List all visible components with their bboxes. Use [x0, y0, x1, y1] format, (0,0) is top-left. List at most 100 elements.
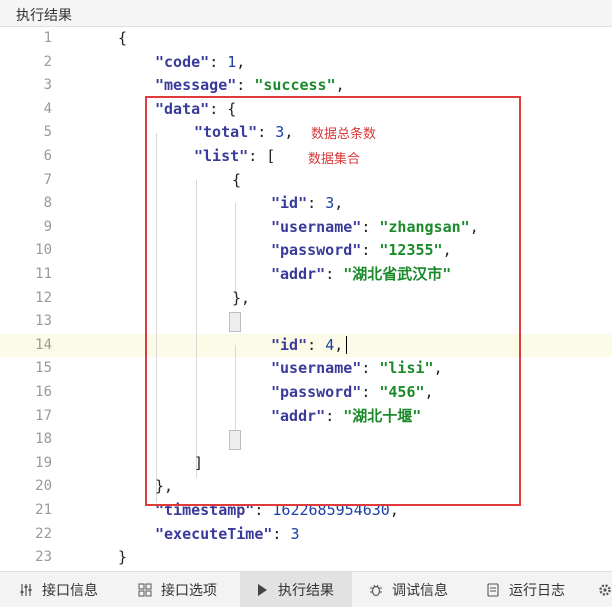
line-number: 9 [43, 218, 52, 235]
code-line[interactable]: 17 [0, 405, 612, 429]
brace-open: { [118, 29, 128, 47]
panel-header: 执行结果 [0, 0, 612, 27]
code-line[interactable]: 14 [0, 333, 612, 358]
json-number: 1622685954630 [272, 501, 390, 519]
json-key: "executeTime" [155, 524, 273, 543]
code-line[interactable]: 8 [0, 192, 612, 216]
line-number: 8 [43, 195, 52, 212]
json-key: "password" [271, 241, 362, 260]
debug-icon [368, 582, 384, 598]
code-line[interactable]: 22 [0, 523, 612, 547]
line-number: 12 [35, 289, 52, 306]
json-number: 1 [227, 52, 237, 71]
json-key: "list" [194, 147, 249, 165]
tab-interface-options[interactable]: 接口选项 [137, 572, 217, 607]
json-string: "456" [379, 383, 425, 401]
line-number: 2 [43, 53, 52, 70]
text-caret [346, 336, 347, 354]
json-string: "湖北十堰" [343, 406, 422, 425]
tab-label: 执行结果 [278, 582, 334, 599]
json-key: "username" [271, 217, 362, 236]
json-key: "addr" [271, 406, 326, 425]
line-number: 19 [35, 454, 52, 471]
json-string: "12355" [379, 241, 443, 260]
json-key: "total" [194, 123, 258, 142]
code-line[interactable]: 16 [0, 381, 612, 405]
code-line[interactable]: 9 [0, 216, 612, 240]
code-line[interactable]: 13 [0, 310, 612, 334]
code-line[interactable]: 20 [0, 475, 612, 499]
line-number: 11 [35, 266, 52, 282]
line-number: 4 [43, 100, 52, 117]
json-key: "code" [155, 52, 210, 71]
json-string: "lisi" [379, 359, 434, 378]
annotation-total: 数据总条数 [311, 127, 377, 142]
json-key: "id" [271, 335, 308, 354]
line-number: 17 [35, 407, 52, 424]
tab-label: 调试信息 [392, 582, 448, 599]
bottom-tab-bar: 接口信息 接口选项 执行结果 调试信息 运行日志 [0, 571, 612, 607]
line-number: 7 [43, 171, 52, 188]
code-line[interactable]: 12 [0, 287, 612, 311]
line-number: 16 [35, 384, 52, 400]
indent-guide [235, 345, 236, 435]
settings-icon[interactable] [598, 572, 612, 607]
line-number: 5 [43, 124, 52, 141]
code-line[interactable]: 2 [0, 51, 612, 75]
code-line[interactable]: 7 [0, 169, 612, 193]
code-line[interactable]: 3 [0, 74, 612, 98]
code-line[interactable]: 11 [0, 263, 612, 287]
panel-title: 执行结果 [16, 8, 72, 24]
json-key: "id" [271, 194, 308, 213]
line-number: 6 [43, 148, 52, 164]
tab-execution-result[interactable]: 执行结果 [240, 572, 352, 607]
json-key: "message" [155, 76, 237, 95]
json-key: "username" [271, 359, 362, 378]
json-string: "success" [254, 76, 336, 95]
indent-guide [196, 180, 197, 478]
code-line[interactable]: 23 [0, 546, 612, 570]
tab-debug-info[interactable]: 调试信息 [368, 572, 448, 607]
json-string: "zhangsan" [379, 217, 470, 236]
line-number: 18 [35, 431, 52, 448]
tab-label: 运行日志 [509, 582, 565, 599]
tab-label: 接口信息 [42, 582, 98, 599]
line-number: 21 [35, 502, 52, 518]
line-number: 23 [35, 549, 52, 566]
code-line[interactable]: 10 [0, 239, 612, 263]
tab-interface-info[interactable]: 接口信息 [18, 572, 98, 607]
indent-guide [235, 203, 236, 293]
code-line[interactable]: 5 [0, 121, 612, 145]
line-number: 20 [35, 478, 52, 495]
play-icon [254, 582, 270, 598]
line-number: 22 [35, 525, 52, 542]
json-number: 3 [290, 524, 300, 543]
json-number: 3 [325, 194, 335, 213]
code-line[interactable]: 1 [0, 27, 612, 51]
json-key: "password" [271, 383, 362, 401]
code-line[interactable]: 21 [0, 499, 612, 523]
line-number: 15 [35, 360, 52, 377]
line-number: 1 [43, 30, 52, 46]
line-number: 13 [35, 313, 52, 330]
code-line[interactable]: 15 [0, 357, 612, 381]
json-string: "湖北省武汉市" [343, 265, 452, 283]
bracket-match-highlight [229, 312, 241, 332]
bracket-match-highlight [229, 430, 241, 450]
brace-close: } [118, 548, 128, 567]
indent-guide [156, 133, 157, 503]
grid-icon [137, 582, 153, 598]
line-number: 3 [43, 77, 52, 94]
code-line[interactable]: 19 [0, 452, 612, 476]
code-line[interactable]: 18 [0, 428, 612, 452]
code-line[interactable]: 6 [0, 145, 612, 169]
json-number: 4 [325, 335, 335, 354]
tab-label: 接口选项 [161, 582, 217, 599]
json-key: "data" [155, 99, 210, 118]
line-number: 10 [35, 242, 52, 259]
code-line[interactable]: 4 [0, 98, 612, 122]
sliders-icon [18, 582, 34, 598]
tab-run-log[interactable]: 运行日志 [485, 572, 565, 607]
json-key: "timestamp" [155, 501, 255, 519]
